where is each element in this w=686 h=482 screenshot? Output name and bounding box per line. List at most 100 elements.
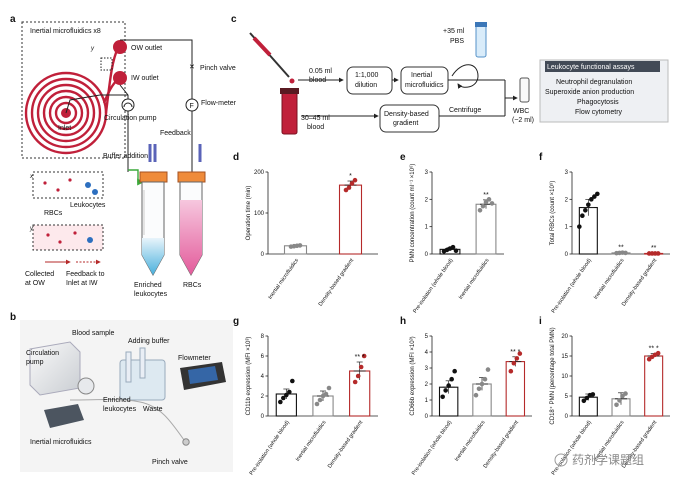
iw-outlet-port xyxy=(113,71,127,85)
blood-tube xyxy=(125,351,132,383)
data-point xyxy=(326,385,332,391)
rbc-tube xyxy=(177,171,206,277)
x-category-label: Density-based gradient xyxy=(318,257,356,307)
inlet-tube xyxy=(65,94,128,114)
pinch-valve-label: Pinch valve xyxy=(200,65,236,72)
data-point xyxy=(580,213,585,219)
large-blood-tube xyxy=(281,91,298,135)
density-box xyxy=(379,104,440,133)
data-point xyxy=(452,368,457,374)
panel-letter-e: e xyxy=(400,152,406,163)
assay-item-4: Flow cytometry xyxy=(575,109,623,116)
c-inertial-l2: microfluidics xyxy=(405,82,444,89)
panel-a: a Inertial microfluidics x8 Inlet OW out… xyxy=(10,14,237,298)
panel-letter-h: h xyxy=(400,316,406,327)
data-point xyxy=(281,395,286,401)
merge-arrow xyxy=(504,80,517,116)
x-category-label: Inertial microfluidics xyxy=(268,258,301,301)
data-point xyxy=(583,207,588,213)
c-dilution-l2: dilution xyxy=(355,82,377,89)
enriched-leukocytes-l1: Enriched xyxy=(134,282,162,289)
c-small-l1: 0.05 ml xyxy=(309,68,332,75)
data-point xyxy=(479,381,485,387)
flow-meter-icon xyxy=(185,98,199,112)
y-tick-label: 4 xyxy=(261,374,265,380)
data-point xyxy=(314,401,320,407)
data-point xyxy=(446,383,451,388)
significance-label: ** xyxy=(651,245,657,252)
rbcs-label: RBCs xyxy=(44,210,63,217)
significance-label: * xyxy=(349,173,352,180)
ow-outlet-port xyxy=(113,40,127,54)
data-point xyxy=(581,398,587,404)
pump-head xyxy=(77,377,95,395)
rbc-cells xyxy=(43,178,77,244)
buffer-tube xyxy=(139,347,146,379)
x-category-label: Density-based gradient xyxy=(621,257,659,307)
y-axis-title: CD18⁺ PMN (percentage total PMN) xyxy=(549,327,556,424)
panel-letter-d: d xyxy=(233,152,239,163)
y-tick-label: 0 xyxy=(565,414,569,420)
data-point xyxy=(346,185,352,190)
c-density-l2: gradient xyxy=(393,120,418,127)
x-category-label: Inertial microfluidics xyxy=(454,420,487,463)
x-category-label: Pre-isolation (whole blood) xyxy=(411,420,453,477)
y-tick-label: 0 xyxy=(565,252,569,258)
flow-meter-label: Flow-meter xyxy=(201,100,237,107)
data-point xyxy=(440,394,445,400)
y-axis-title: CD66b expression (MFI ×10³) xyxy=(410,336,416,415)
c-dilution-l1: 1:1,000 xyxy=(355,72,378,79)
zoom-box xyxy=(100,57,113,71)
pinch-valve-device xyxy=(182,438,190,446)
assay-item-2: Superoxide anion production xyxy=(545,89,634,96)
significance-label: ** xyxy=(618,244,624,251)
y-tick-label: 10 xyxy=(561,374,568,380)
y-axis-title: CD11b expression (MFI ×10³) xyxy=(246,337,252,416)
y-tick-label: 1 xyxy=(565,225,569,231)
feedback-inlet-l1: Feedback to xyxy=(66,271,105,278)
data-point xyxy=(450,244,456,250)
y-tick-label: 2 xyxy=(425,197,429,203)
x-category-label: Pre-isolation (whole blood) xyxy=(551,420,593,477)
y-tick-label: 3 xyxy=(565,170,569,176)
y-tick-label: 5 xyxy=(425,334,429,340)
y-tick-label: 0 xyxy=(425,414,429,420)
flow-meter-symbol: F xyxy=(190,103,194,110)
rbcs-tube-label: RBCs xyxy=(183,282,202,289)
chip-outline xyxy=(21,21,126,159)
tubing xyxy=(69,399,185,441)
wechat-icon xyxy=(554,453,568,467)
significance-label: ** * xyxy=(649,346,659,353)
data-point xyxy=(595,191,600,197)
leukocytes-label: Leukocytes xyxy=(70,202,106,209)
y-tick-label: 2 xyxy=(425,382,429,388)
y-axis2-label: y xyxy=(29,226,34,232)
flowmeter-label: Flowmeter xyxy=(178,355,211,362)
data-point xyxy=(477,207,483,213)
watermark: 药剂学课题组 xyxy=(572,452,644,467)
data-point xyxy=(517,351,523,356)
data-point xyxy=(655,350,661,356)
x-category-label: Density-based gradient xyxy=(327,419,365,469)
data-point xyxy=(617,398,622,403)
b-enriched-l1: Enriched xyxy=(103,397,131,404)
data-point xyxy=(290,378,295,384)
enriched-leukocytes-l2: leukocytes xyxy=(134,291,168,298)
data-point xyxy=(352,379,358,385)
x-category-label: Inertial microfluidics xyxy=(458,258,491,301)
data-point xyxy=(485,367,491,372)
y-tick-label: 0 xyxy=(425,252,429,258)
data-point xyxy=(623,391,628,396)
data-point xyxy=(577,224,582,229)
circulation-pump-label: Circulation pump xyxy=(104,115,157,122)
flowmeter-screen xyxy=(188,366,218,384)
pbs-tube-icon xyxy=(475,24,487,58)
y-tick-label: 0 xyxy=(261,252,265,258)
data-point xyxy=(361,353,367,359)
significance-label: ** xyxy=(483,192,489,199)
y-tick-label: 200 xyxy=(254,170,265,176)
